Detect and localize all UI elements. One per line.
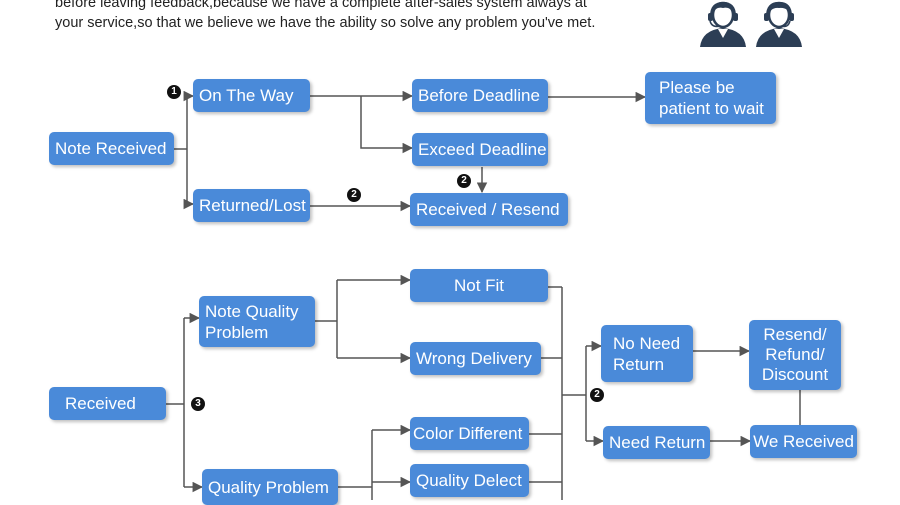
node-not-fit-label: Not Fit <box>453 276 505 295</box>
node-note-received: Note Received <box>49 132 174 165</box>
intro-text: before leaving feedback,because we have … <box>55 0 675 33</box>
node-wrong-delivery-label: Wrong Delivery <box>416 349 532 368</box>
node-received: Received <box>49 387 166 420</box>
node-we-received: We Received <box>750 425 857 458</box>
node-wrong-delivery: Wrong Delivery <box>410 342 541 375</box>
node-need-return: Need Return <box>603 426 710 459</box>
node-on-the-way-label: On The Way <box>199 86 294 105</box>
intro-line-1: before leaving feedback,because we have … <box>55 0 587 11</box>
node-resend-refund-discount: Resend/ Refund/ Discount <box>749 320 841 390</box>
node-quality-defect: Quality Delect <box>410 464 529 497</box>
step-badge-1: 1 <box>167 85 181 99</box>
node-received-label: Received <box>65 394 136 413</box>
node-resend-refund-discount-label: Resend/ Refund/ Discount <box>761 325 829 384</box>
node-on-the-way: On The Way <box>193 79 310 112</box>
node-returned-lost-label: Returned/Lost <box>199 196 306 215</box>
node-no-need-return-label: No Need Return <box>613 333 681 374</box>
step-badge-2b: 2 <box>457 174 471 188</box>
node-color-different: Color Different <box>410 417 529 450</box>
step-badge-3: 3 <box>191 397 205 411</box>
customer-service-agents-icon <box>700 1 802 47</box>
node-exceed-deadline-label: Exceed Deadline <box>418 140 547 159</box>
step-badge-2a: 2 <box>347 188 361 202</box>
node-quality-problem-label: Quality Problem <box>208 477 329 497</box>
node-not-fit: Not Fit <box>410 269 548 302</box>
node-need-return-label: Need Return <box>609 433 706 452</box>
node-exceed-deadline: Exceed Deadline <box>412 133 548 166</box>
node-note-quality-problem: Note Quality Problem <box>199 296 315 347</box>
node-before-deadline: Before Deadline <box>412 79 548 112</box>
node-returned-lost: Returned/Lost <box>193 189 310 222</box>
step-badge-2c: 2 <box>590 388 604 402</box>
node-quality-defect-label: Quality Delect <box>416 471 522 490</box>
node-note-received-label: Note Received <box>55 139 167 158</box>
node-we-received-label: We Received <box>753 432 854 451</box>
node-received-resend: Received / Resend <box>410 193 568 226</box>
node-patient-wait: Please be patient to wait <box>645 72 776 124</box>
node-note-quality-problem-label: Note Quality Problem <box>205 301 299 342</box>
node-before-deadline-label: Before Deadline <box>418 86 540 105</box>
node-color-different-label: Color Different <box>413 424 523 443</box>
intro-line-2: your service,so that we believe we have … <box>55 15 596 31</box>
node-received-resend-label: Received / Resend <box>416 200 560 219</box>
node-no-need-return: No Need Return <box>601 325 693 382</box>
node-quality-problem: Quality Problem <box>202 469 338 505</box>
node-patient-wait-label: Please be patient to wait <box>659 78 764 118</box>
